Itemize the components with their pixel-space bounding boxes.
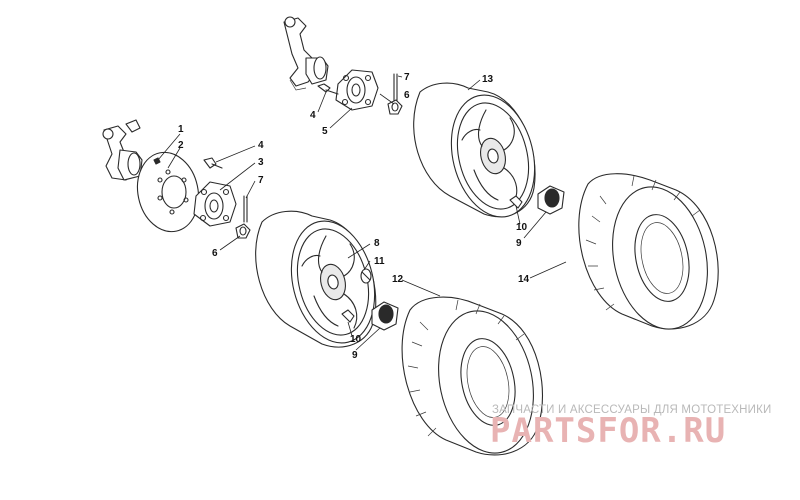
upper-nut: [387, 99, 403, 115]
callout-8: 8: [374, 238, 380, 249]
upper-cotter-pin: [393, 73, 398, 103]
callout-7-left: 7: [258, 175, 264, 186]
wheel-nut-cap-upper: [537, 185, 565, 215]
upper-hub: [335, 69, 379, 111]
watermark-caption: ЗАПЧАСТИ И АКСЕССУАРЫ ДЛЯ МОТОТЕХНИКИ: [492, 404, 772, 416]
callout-9-upper: 9: [516, 238, 522, 249]
callout-4-upper: 4: [310, 110, 316, 121]
leader-lines: [157, 75, 567, 351]
upper-knuckle: [283, 16, 329, 91]
callout-10-upper: 10: [516, 222, 528, 233]
upper-hub-bolt: [317, 83, 339, 95]
callout-7-upper: 7: [404, 72, 410, 83]
callout-labels: 1 2 4 3 7 6 4 5 7 6 13 10 9 8 11 12 10 9…: [178, 72, 530, 361]
left-nut: [235, 223, 251, 239]
callout-9-lower: 9: [352, 350, 358, 361]
left-hub: [193, 181, 237, 227]
callout-12: 12: [392, 274, 404, 285]
callout-5: 5: [322, 126, 328, 137]
callout-14: 14: [518, 274, 530, 285]
wheel-nut-cap-lower: [371, 301, 399, 331]
tire-lower: [401, 296, 544, 456]
valve-stem-lower: [341, 309, 355, 323]
callout-4-left: 4: [258, 140, 264, 151]
left-cotter-pin: [243, 195, 248, 223]
callout-3: 3: [258, 157, 264, 168]
rim-valve-insert: [360, 268, 372, 284]
brake-disc: [136, 151, 200, 233]
callout-13: 13: [482, 74, 494, 85]
callout-2: 2: [178, 140, 184, 151]
left-hub-bolt: [203, 157, 223, 169]
left-knuckle: [102, 119, 143, 181]
callout-1: 1: [178, 124, 184, 135]
callout-6-left: 6: [212, 248, 218, 259]
callout-11: 11: [374, 256, 385, 267]
valve-stem-upper: [509, 195, 523, 209]
tire-upper: [578, 173, 719, 330]
callout-6-upper: 6: [404, 90, 410, 101]
wheel-rim-upper: [413, 82, 536, 218]
callout-10-lower: 10: [350, 334, 362, 345]
watermark-logo: PARTSFOR.RU: [490, 411, 727, 451]
